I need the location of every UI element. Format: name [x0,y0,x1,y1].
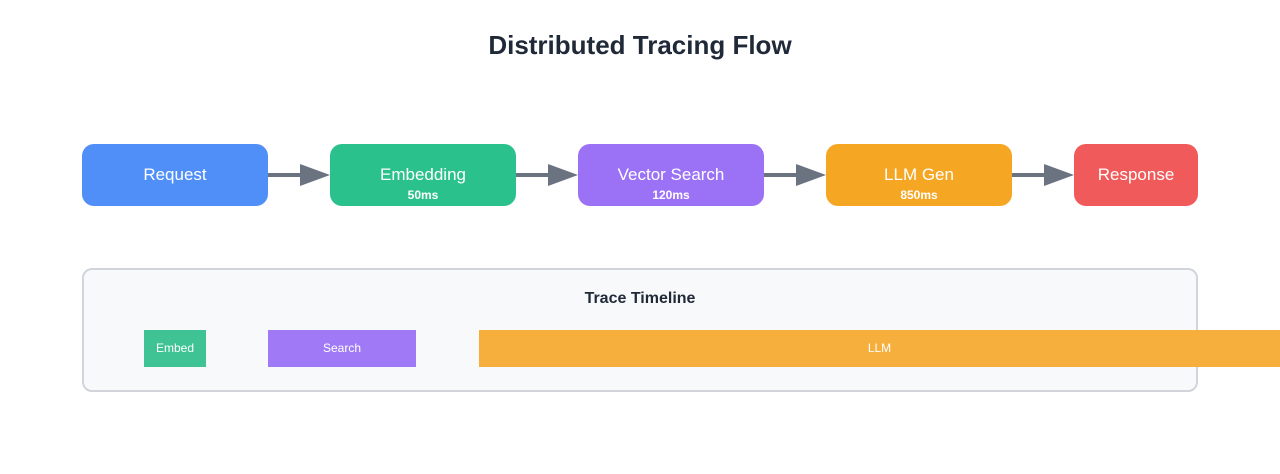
node-vector-search-time: 120ms [652,188,690,202]
timeline-bar-llm: LLM [479,330,1280,367]
node-embedding-time: 50ms [407,188,439,202]
timeline-bar-embed: Embed [144,330,206,367]
trace-timeline-title: Trace Timeline [584,290,696,307]
node-response-label: Response [1097,165,1175,184]
node-vector-search: Vector Search 120ms [578,144,764,206]
node-llm-gen-time: 850ms [900,188,938,202]
node-vector-search-label: Vector Search [617,165,725,184]
arrow-llm-gen-to-response [1012,164,1074,186]
node-request-label: Request [143,165,207,184]
node-llm-gen-label: LLM Gen [884,165,954,184]
arrow-embedding-to-vector-search [516,164,578,186]
node-response: Response [1074,144,1198,206]
diagram-title: Distributed Tracing Flow [488,30,792,60]
node-embedding-label: Embedding [379,165,466,184]
node-embedding: Embedding 50ms [330,144,516,206]
node-request: Request [82,144,268,206]
arrow-vector-search-to-llm-gen [764,164,826,186]
arrow-request-to-embedding [268,164,330,186]
timeline-bar-search: Search [268,330,416,367]
node-llm-gen: LLM Gen 850ms [826,144,1012,206]
